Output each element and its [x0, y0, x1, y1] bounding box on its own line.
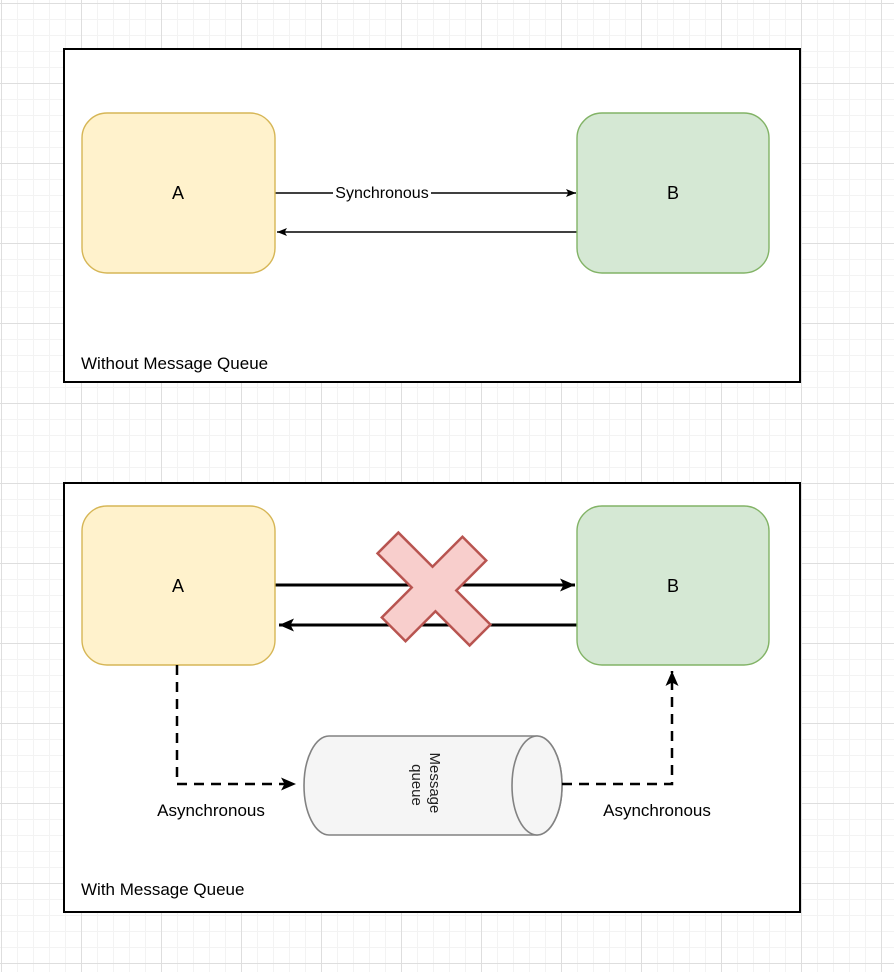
queue-label: Message queue	[408, 752, 443, 817]
node-b-label: B	[667, 183, 679, 203]
async-label-right: Asynchronous	[603, 801, 711, 820]
async-path-a-to-queue[interactable]	[175, 665, 296, 791]
node-b-box[interactable]	[576, 112, 770, 274]
panel-without-queue-group: Synchronous A B Without Message Queue	[63, 48, 801, 383]
sync-arrow-label: Synchronous	[335, 185, 428, 202]
sync-label-background	[333, 185, 431, 201]
panel-with-queue-group: A B Asynchronous Message queue Asynchron…	[63, 482, 801, 913]
panel-without-caption: Without Message Queue	[81, 354, 268, 373]
cylinder-end-cap[interactable]	[511, 735, 563, 836]
node-a-label: A	[172, 183, 184, 203]
async-label-left: Asynchronous	[157, 801, 265, 820]
node-a-box[interactable]	[81, 112, 276, 274]
node-b-box[interactable]	[576, 505, 770, 666]
node-a-box[interactable]	[81, 505, 276, 666]
error-cross-icon[interactable]	[348, 503, 521, 676]
node-b-label: B	[667, 576, 679, 596]
async-path-queue-to-b[interactable]	[562, 671, 679, 786]
panel-with-caption: With Message Queue	[81, 880, 244, 899]
node-a-label: A	[172, 576, 184, 596]
message-queue-cylinder[interactable]: Message queue	[303, 735, 563, 836]
